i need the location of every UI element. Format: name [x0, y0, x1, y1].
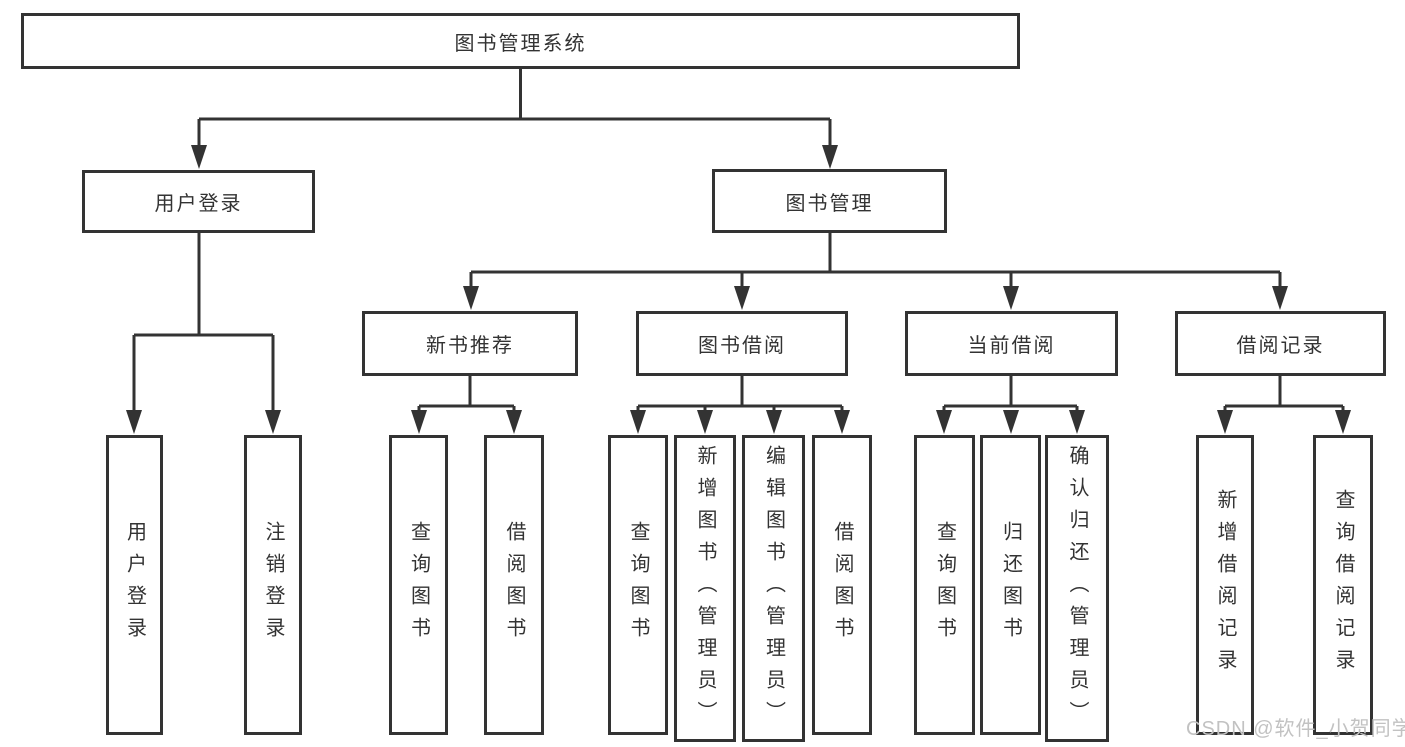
leaf-confirm-return-admin: 确认归还（管理员） — [1045, 435, 1109, 742]
leaf-add-borrow-record: 新增借阅记录 — [1196, 435, 1254, 735]
leaf-label: 新增借阅记录 — [1214, 489, 1236, 681]
leaf-label: 查询图书 — [407, 521, 430, 649]
node-label: 当前借阅 — [967, 335, 1056, 357]
leaf-label: 新增图书（管理员） — [694, 444, 716, 733]
node-label: 新书推荐 — [426, 335, 514, 357]
leaf-borrow-books-borrowing: 借阅图书 — [812, 435, 872, 735]
leaf-query-borrow-record: 查询借阅记录 — [1313, 435, 1373, 735]
leaf-add-book-admin: 新增图书（管理员） — [674, 435, 736, 742]
leaf-borrow-books-recommend: 借阅图书 — [484, 435, 544, 735]
connector-current-borrowing-to-leaves — [936, 376, 1085, 434]
node-user-login: 用户登录 — [82, 170, 315, 233]
leaf-label: 确认归还（管理员） — [1066, 444, 1088, 733]
connector-borrowing-records-to-leaves — [1217, 376, 1351, 434]
leaf-label: 借阅图书 — [503, 521, 525, 649]
leaf-label: 归还图书 — [999, 521, 1022, 649]
connector-book-borrowing-to-leaves — [630, 376, 850, 434]
leaf-label: 借阅图书 — [831, 521, 853, 649]
node-label: 图书管理系统 — [454, 32, 587, 55]
connector-new-book-recommend-to-leaves — [411, 376, 522, 434]
connector-book-management-to-level3 — [463, 233, 1288, 310]
leaf-label: 查询借阅记录 — [1332, 489, 1354, 681]
connector-root-to-level2 — [191, 69, 838, 169]
leaf-return-book: 归还图书 — [980, 435, 1041, 735]
leaf-edit-book-admin: 编辑图书（管理员） — [742, 435, 805, 742]
leaf-label: 注销登录 — [262, 521, 284, 649]
leaf-query-books-recommend: 查询图书 — [389, 435, 448, 735]
node-book-management: 图书管理 — [712, 169, 947, 233]
node-new-book-recommend: 新书推荐 — [362, 311, 578, 376]
leaf-user-login: 用户登录 — [106, 435, 163, 735]
leaf-query-books-current: 查询图书 — [914, 435, 975, 735]
node-borrowing-records: 借阅记录 — [1175, 311, 1386, 376]
node-current-borrowing: 当前借阅 — [905, 311, 1118, 376]
node-root: 图书管理系统 — [21, 13, 1020, 69]
leaf-label: 编辑图书（管理员） — [762, 444, 785, 733]
node-label: 图书借阅 — [698, 335, 786, 357]
connector-user-login-to-leaves — [126, 233, 281, 434]
node-book-borrowing: 图书借阅 — [636, 311, 848, 376]
leaf-query-books-borrowing: 查询图书 — [608, 435, 668, 735]
leaf-label: 用户登录 — [123, 521, 146, 649]
node-label: 借阅记录 — [1236, 335, 1325, 357]
node-label: 用户登录 — [154, 193, 243, 215]
node-label: 图书管理 — [785, 192, 874, 215]
leaf-label: 查询图书 — [627, 521, 649, 649]
leaf-label: 查询图书 — [933, 521, 956, 649]
leaf-logout-login: 注销登录 — [244, 435, 302, 735]
watermark: CSDN @软件_小贺同学 — [1186, 718, 1405, 740]
